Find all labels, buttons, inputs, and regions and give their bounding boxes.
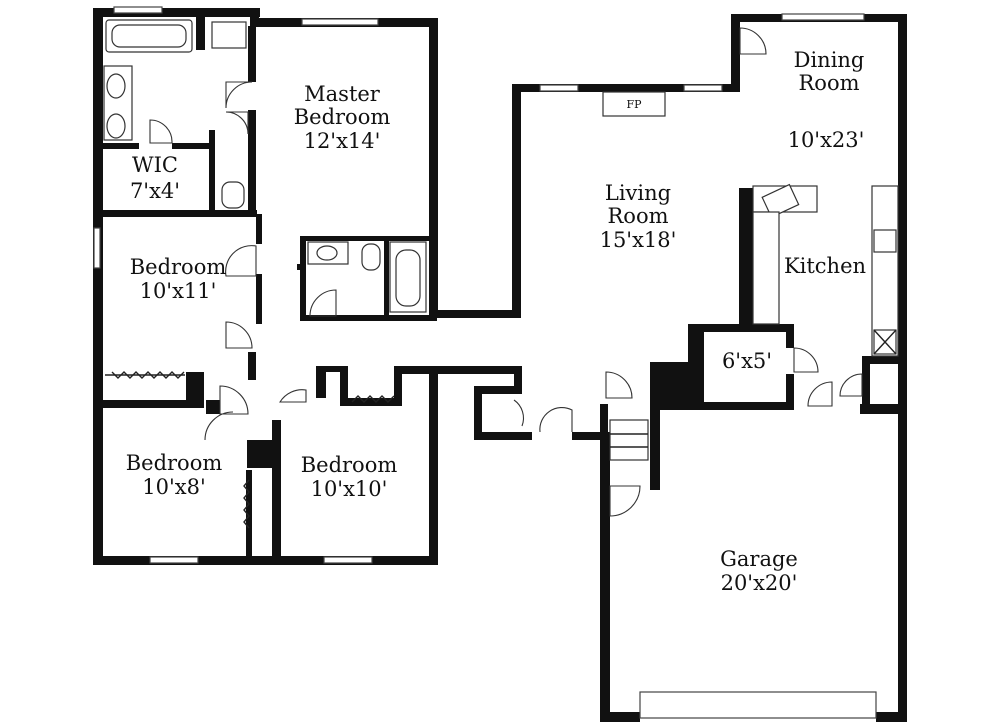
bedroom-1-name: Bedroom bbox=[130, 255, 227, 279]
living-room-size: 15'x18' bbox=[600, 228, 677, 252]
dining-room-name-line2: Room bbox=[798, 71, 859, 95]
bedroom-1-size: 10'x11' bbox=[140, 279, 217, 303]
fireplace-label: FP bbox=[626, 98, 642, 111]
utility-size: 6'x5' bbox=[722, 349, 772, 373]
dining-room-size: 10'x23' bbox=[788, 128, 865, 152]
master-bedroom-name-line2: Bedroom bbox=[294, 105, 391, 129]
bedroom-3-size: 10'x10' bbox=[311, 477, 388, 501]
doors bbox=[149, 27, 863, 517]
kitchen-name: Kitchen bbox=[784, 254, 866, 278]
bedroom-2-size: 10'x8' bbox=[142, 475, 205, 499]
living-room-name-line2: Room bbox=[607, 204, 668, 228]
garage-name: Garage bbox=[720, 547, 798, 571]
wic-size: 7'x4' bbox=[130, 179, 180, 203]
master-bedroom-size: 12'x14' bbox=[304, 129, 381, 153]
dining-room-name-line1: Dining bbox=[794, 48, 865, 72]
wic-name: WIC bbox=[132, 153, 178, 177]
walls bbox=[93, 8, 907, 722]
master-bedroom-name-line1: Master bbox=[304, 82, 381, 106]
fixtures: FP bbox=[103, 19, 899, 529]
bedroom-3-name: Bedroom bbox=[301, 453, 398, 477]
room-labels: Master Bedroom 12'x14' WIC 7'x4' Bedroom… bbox=[126, 48, 866, 595]
living-room-name-line1: Living bbox=[605, 181, 671, 205]
windows bbox=[93, 6, 877, 719]
garage-size: 20'x20' bbox=[721, 571, 798, 595]
bedroom-2-name: Bedroom bbox=[126, 451, 223, 475]
